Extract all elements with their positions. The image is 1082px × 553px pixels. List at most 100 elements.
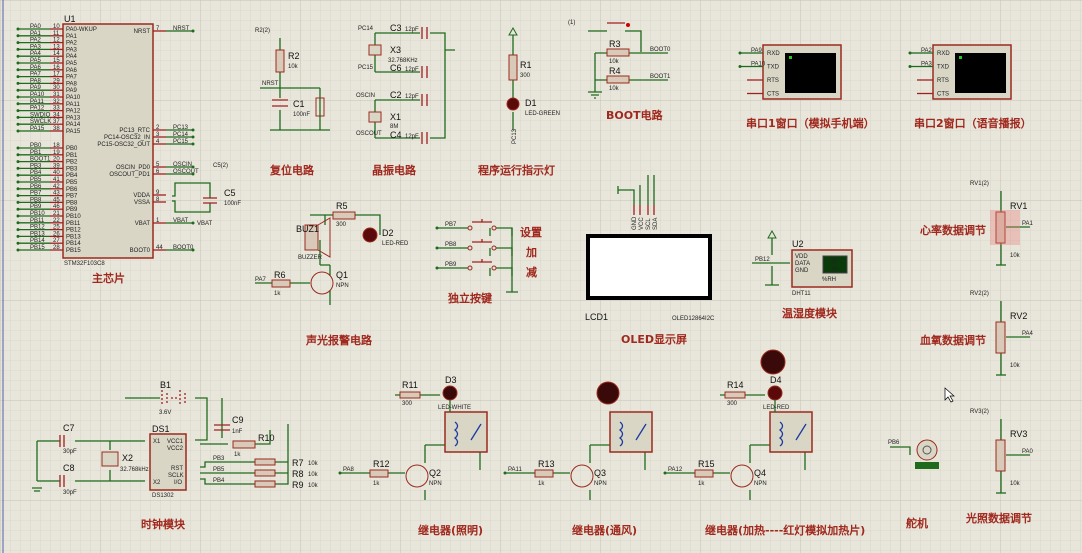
dht-hum-readout: 48 [831, 267, 838, 273]
pin-terminal[interactable] [16, 129, 20, 133]
pin-terminal[interactable] [16, 166, 20, 170]
pin-name: PA11 [66, 102, 80, 108]
pin-terminal[interactable] [16, 160, 20, 164]
pin-terminal[interactable] [16, 214, 20, 218]
pin-net-label: PA11 [30, 99, 44, 105]
pin-terminal[interactable] [191, 248, 195, 252]
pin-number: 3 [156, 132, 160, 138]
terminal-pin-label: RTS [937, 78, 949, 84]
net-terminal[interactable] [435, 246, 439, 250]
relay-wire [665, 420, 806, 500]
pin-terminal[interactable] [16, 122, 20, 126]
pin-terminal[interactable] [16, 187, 20, 191]
c5-probe: C5(2) [213, 163, 228, 169]
rv-body[interactable] [995, 211, 1006, 244]
pin-net-label: PB5 [30, 177, 42, 183]
d1-val: LED-GREEN [525, 111, 560, 117]
pin-terminal[interactable] [16, 109, 20, 113]
pin-terminal[interactable] [191, 29, 195, 33]
key-switch[interactable] [472, 219, 492, 223]
relay-body[interactable] [444, 411, 488, 453]
dht11-sensor[interactable]: 80 48 %RH VDD DATA GND U2 DHT11 PB12 [752, 229, 853, 297]
pin-net-label: OSCOUT [173, 169, 199, 175]
reset-net: NRST [262, 81, 279, 87]
pin-terminal[interactable] [16, 34, 20, 38]
net-terminal[interactable] [435, 226, 439, 230]
x2-val: 32.768kHz [120, 467, 149, 473]
dht-pin-data: DATA [795, 261, 810, 267]
relay-body[interactable] [769, 411, 813, 453]
pin-terminal[interactable] [16, 47, 20, 51]
pin-net-label: PA10 [30, 92, 45, 98]
pin-net-label: PC15 [173, 139, 189, 145]
pin-terminal[interactable] [191, 128, 195, 132]
crystal-circuit[interactable]: PC14 PC15 OSCIN OSCOUT C3 12pF X3 32.768… [356, 23, 455, 144]
base-resistor-ref: R12 [373, 459, 390, 469]
clock-module[interactable]: B1 3.6V C7 30pF C8 30pF X2 32.768kHz DS1… [32, 380, 319, 499]
pin-terminal[interactable] [16, 228, 20, 232]
rv-body[interactable] [995, 321, 1006, 354]
pin-terminal[interactable] [16, 68, 20, 72]
pin-terminal[interactable] [16, 95, 20, 99]
pin-terminal[interactable] [16, 241, 20, 245]
pin-terminal[interactable] [16, 207, 20, 211]
pin-terminal[interactable] [16, 153, 20, 157]
pin-terminal[interactable] [191, 135, 195, 139]
pin-terminal[interactable] [16, 27, 20, 31]
pin-terminal[interactable] [16, 41, 20, 45]
pin-terminal[interactable] [16, 194, 20, 198]
run-led-circuit[interactable]: R1 300 D1 LED-GREEN PC13 [506, 26, 560, 144]
pin-terminal[interactable] [16, 234, 20, 238]
pin-terminal[interactable] [16, 61, 20, 65]
pin-name: PA12 [66, 109, 81, 115]
pin-terminal[interactable] [191, 221, 195, 225]
boot-circuit[interactable]: (1) R3 10k R4 10k BOOT0 BOOT1 [568, 20, 671, 99]
title-alarm: 声光报警电路 [305, 333, 373, 347]
c9-val: 1nF [232, 429, 243, 435]
net-terminal[interactable] [503, 471, 507, 475]
alarm-circuit[interactable]: BUZ1 BUZZER R5 300 D2 LED-RED R6 1k Q1 N… [255, 201, 409, 305]
net-terminal[interactable] [663, 471, 667, 475]
pin-terminal[interactable] [16, 81, 20, 85]
pin-terminal[interactable] [16, 88, 20, 92]
relay-circuits[interactable]: PA8R121kQ2NPNR11300D3LED-WHITEPA11R131kQ… [338, 349, 813, 500]
rv-wire [1000, 191, 1030, 265]
pin-name: PC13_RTC [119, 128, 150, 134]
pin-terminal[interactable] [16, 146, 20, 150]
pin-terminal[interactable] [16, 200, 20, 204]
net-terminal[interactable] [338, 471, 342, 475]
key-switch[interactable] [472, 259, 492, 263]
pin-number: 42 [53, 184, 60, 190]
pin-terminal[interactable] [16, 54, 20, 58]
key-switch[interactable] [472, 239, 492, 243]
pin-number: 18 [53, 143, 60, 149]
net-terminal[interactable] [435, 266, 439, 270]
capacitor-c5[interactable]: C5 100nF C5(2) [172, 163, 241, 213]
pin-net-label: PB3 [30, 163, 42, 169]
pin-terminal[interactable] [16, 173, 20, 177]
r9-ref: R9 [292, 480, 304, 490]
pin-terminal[interactable] [16, 102, 20, 106]
relay-body[interactable] [609, 411, 653, 453]
servo-motor[interactable]: PB6 [888, 439, 939, 469]
pin-number: 9 [156, 190, 160, 196]
dht-pin-vdd: VDD [795, 254, 808, 260]
pin-terminal[interactable] [16, 115, 20, 119]
pin-terminal[interactable] [16, 180, 20, 184]
rv-body[interactable] [995, 439, 1006, 472]
reset-circuit[interactable]: R2(2) R2 10k NRST C1 100nF [255, 28, 330, 131]
pin-terminal[interactable] [16, 221, 20, 225]
potentiometers[interactable]: RV1(2)RV110kPA1RV2(2)RV210kPA4RV3(2)RV31… [970, 181, 1034, 494]
pin-terminal[interactable] [16, 248, 20, 252]
pin-terminal[interactable] [191, 172, 195, 176]
pin-terminal[interactable] [16, 75, 20, 79]
pin-number: 13 [53, 44, 60, 50]
pin-terminal[interactable] [191, 142, 195, 146]
oled-display[interactable]: GND VCC SCL SDA LCD1 OLED12864I2C [585, 175, 715, 322]
pin-terminal[interactable] [191, 165, 195, 169]
